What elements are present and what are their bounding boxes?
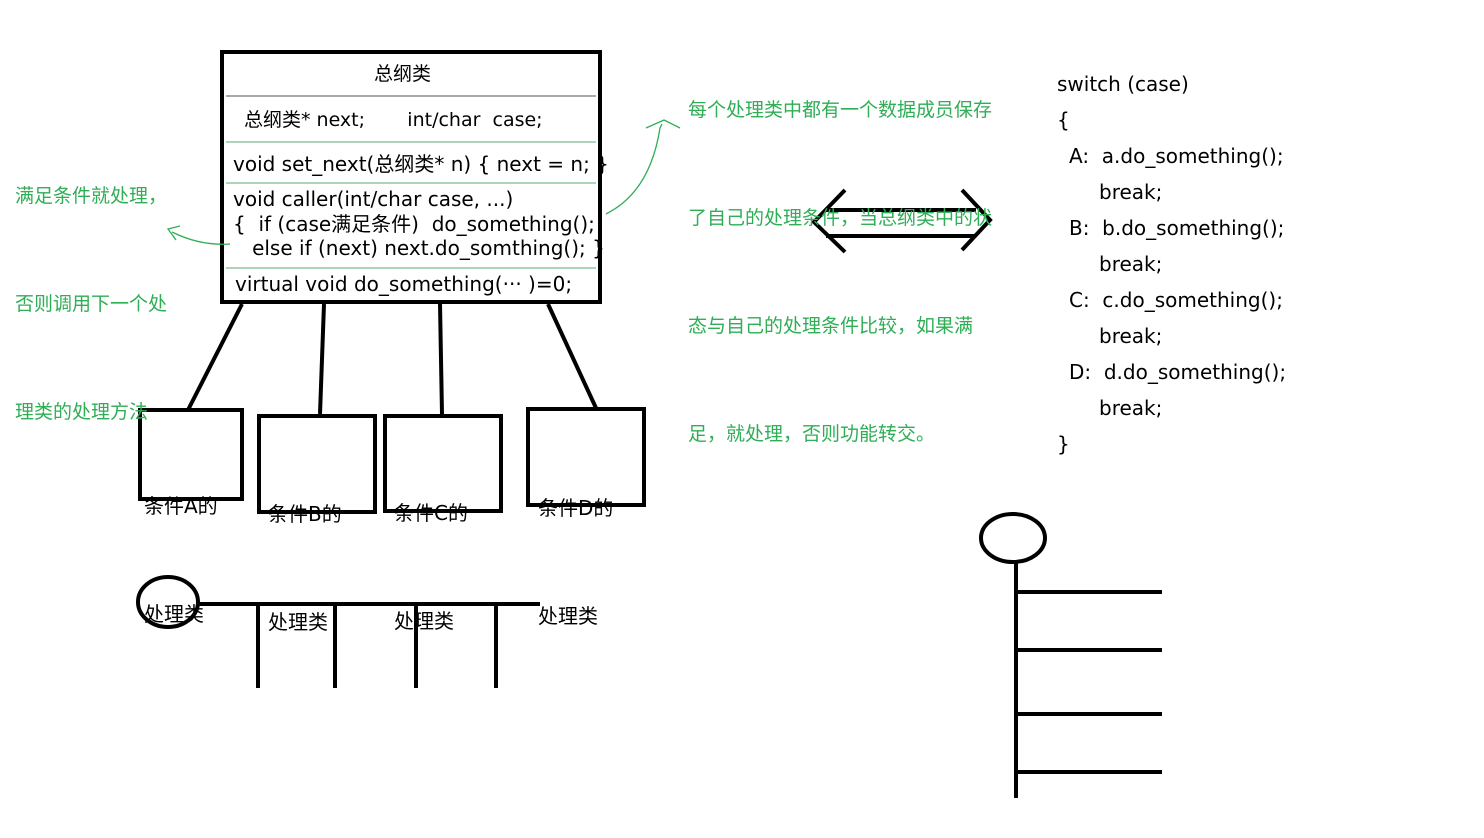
class-caller-line3: else if (next) next.do_somthing(); } — [233, 236, 605, 260]
connector-c — [438, 303, 444, 415]
note-left-line2: 否则调用下一个处 — [15, 293, 168, 315]
annotation-arrow-left-head — [166, 225, 181, 241]
double-arrow-icon — [811, 188, 993, 254]
switch-close-brace: } — [1057, 432, 1070, 456]
class-members: 总纲类* next; int/char case; — [244, 109, 543, 131]
handler-b-label: 条件B的 处理类 — [268, 424, 342, 676]
note-top-line4: 足，就处理，否则功能转交。 — [688, 423, 936, 445]
note-left-line3: 理类的处理方法 — [15, 401, 149, 423]
switch-case-a: A: a.do_something(); — [1069, 144, 1284, 168]
handler-d-label: 条件D的 处理类 — [538, 418, 613, 670]
switch-break-d: break; — [1099, 396, 1163, 420]
handler-d-line2: 处理类 — [538, 604, 598, 628]
switch-break-a: break; — [1099, 180, 1163, 204]
connector-b — [318, 303, 326, 415]
switch-break-c: break; — [1099, 324, 1163, 348]
handler-b-line1: 条件B的 — [268, 502, 342, 526]
note-left: 满足条件就处理， 否则调用下一个处 理类的处理方法 — [15, 106, 167, 466]
chain-comb-horizontal — [136, 575, 540, 688]
note-top: 每个处理类中都有一个数据成员保存 了自己的处理条件，当总纲类中的状 态与自己的处… — [688, 20, 992, 488]
annotation-arrow-right — [605, 123, 663, 215]
class-caller-line1: void caller(int/char case, ...) — [233, 187, 514, 211]
switch-header: switch (case) — [1057, 72, 1189, 96]
handler-box-c — [383, 414, 503, 513]
connector-a — [186, 303, 244, 411]
handler-d-line1: 条件D的 — [538, 496, 614, 520]
handler-box-b — [257, 414, 377, 514]
class-virtual: virtual void do_something(··· )=0; — [235, 272, 573, 296]
class-caller-line2: { if (case满足条件) do_something(); — [233, 212, 595, 236]
annotation-arrow-right-head — [645, 119, 681, 129]
switch-case-c: C: c.do_something(); — [1069, 288, 1283, 312]
switch-open-brace: { — [1057, 108, 1070, 132]
connector-d — [546, 303, 598, 409]
handler-c-line2: 处理类 — [394, 609, 454, 633]
note-top-line3: 态与自己的处理条件比较，如果满 — [688, 315, 974, 337]
note-top-line1: 每个处理类中都有一个数据成员保存 — [688, 99, 993, 121]
class-title: 总纲类 — [374, 63, 432, 85]
handler-a-line2: 处理类 — [144, 602, 204, 626]
switch-case-d: D: d.do_something(); — [1069, 360, 1287, 384]
switch-case-b: B: b.do_something(); — [1069, 216, 1285, 240]
switch-comb-vertical — [979, 512, 1162, 798]
class-set-next: void set_next(总纲类* n) { next = n; } — [233, 152, 609, 176]
handler-a-label: 条件A的 处理类 — [144, 416, 218, 668]
handler-c-label: 条件C的 处理类 — [394, 423, 468, 675]
handler-c-line1: 条件C的 — [394, 501, 468, 525]
handler-b-line2: 处理类 — [268, 610, 328, 634]
handler-a-line1: 条件A的 — [144, 494, 218, 518]
switch-break-b: break; — [1099, 252, 1163, 276]
class-box-frame — [220, 50, 602, 304]
annotation-arrow-left — [171, 231, 231, 245]
note-top-line2: 了自己的处理条件，当总纲类中的状 — [688, 207, 993, 229]
handler-box-a — [138, 408, 244, 501]
handler-box-d — [526, 407, 646, 507]
note-left-line1: 满足条件就处理， — [15, 185, 168, 207]
